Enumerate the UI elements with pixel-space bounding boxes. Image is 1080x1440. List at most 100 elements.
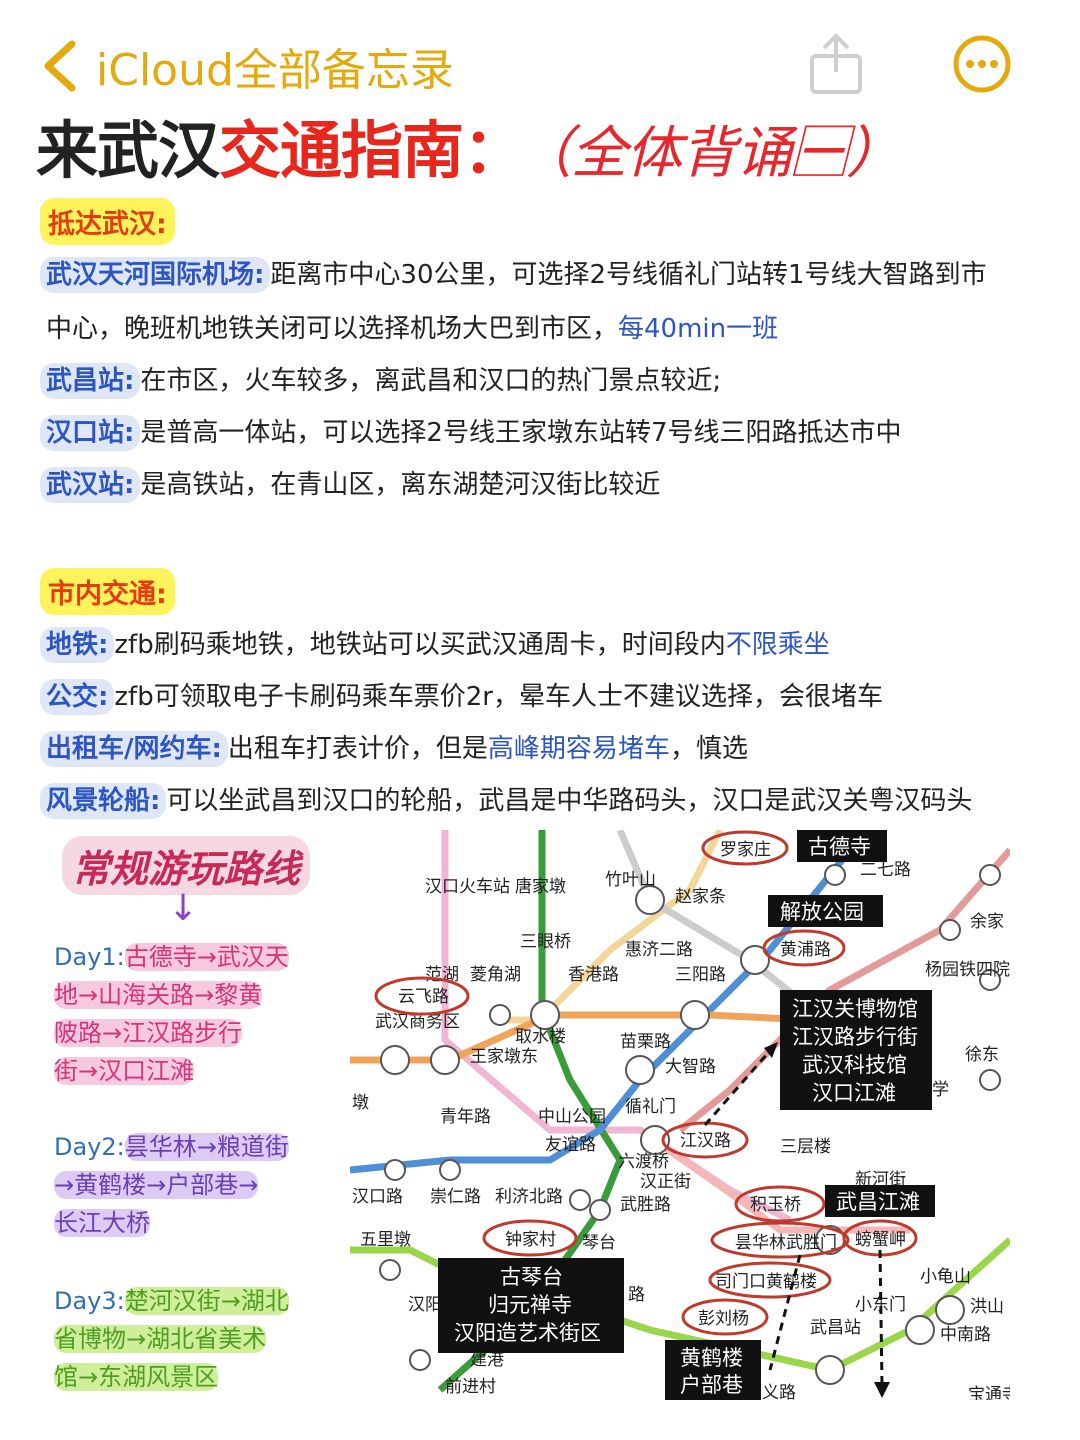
station-label: 洪山 [970, 1297, 1004, 1316]
tag-wuchang: 武昌站: [40, 363, 141, 399]
hankou-text: 是普高一体站，可以选择2号线王家墩东站转7号线三阳路抵达市中 [140, 418, 902, 448]
station-label: 汉阳 [408, 1295, 442, 1314]
arrival-wuchang: 武昌站:在市区，火车较多，离武昌和汉口的热门景点较近; [40, 360, 722, 399]
taxi-text: 出租车打表计价，但是 [227, 734, 488, 764]
day2-line3: 长江大桥 [54, 1209, 150, 1237]
station-label: 宝通寺 [968, 1385, 1010, 1400]
station-label: 云飞路 [398, 987, 449, 1006]
day3-plan: Day3:楚河汉街→湖北 省博物→湖北省美术 馆→东湖风景区 [54, 1282, 304, 1396]
box-gude-text: 古德寺 [808, 836, 871, 859]
back-button[interactable]: iCloud全部备忘录 [96, 45, 454, 96]
station-label: 竹叶山 [605, 870, 656, 889]
tag-taxi: 出租车/网约车: [40, 731, 228, 767]
station-label: 三眼桥 [520, 932, 571, 951]
station-label: 三层楼 [780, 1137, 831, 1156]
share-icon[interactable] [808, 30, 864, 96]
station-label: 黄浦路 [780, 940, 831, 959]
routes-title: 常规游玩路线 [62, 836, 311, 895]
tag-airport: 武汉天河国际机场: [40, 257, 271, 293]
arrival-airport: 武汉天河国际机场:距离市中心30公里，可选择2号线循礼门站转1号线大智路到市 [40, 254, 987, 293]
station-label: 徐东 [965, 1045, 999, 1064]
tag-ferry: 风景轮船: [40, 783, 167, 819]
wuhan-text: 是高铁站，在青山区，离东湖楚河汉街比较近 [140, 470, 661, 500]
tag-hankou: 汉口站: [40, 415, 141, 451]
station-label: 王家墩东 [470, 1047, 538, 1066]
station-label: 前进村 [445, 1377, 496, 1396]
metro-blue: 不限乘坐 [725, 630, 830, 660]
city-ferry: 风景轮船:可以坐武昌到汉口的轮船，武昌是中华路码头，汉口是武汉关粤汉码头 [40, 780, 973, 819]
station-label: 彭刘杨 [698, 1309, 749, 1328]
box-jianghan-4: 汉口江滩 [812, 1082, 896, 1105]
station-label: 香港路 [568, 965, 619, 984]
box-jiefang [768, 895, 883, 927]
day1-line3: 陂路→江汉路步行 [54, 1019, 243, 1047]
metro-map: 罗家庄 二七路 汉口火车站 唐家墩 竹叶山 赵家条 余家 三眼桥 黄浦路 惠济二… [350, 830, 1010, 1400]
day1-line1: 古德寺→武汉天 [124, 943, 289, 971]
box-guqin [438, 1258, 624, 1353]
station-label: 积玉桥 [750, 1195, 801, 1214]
station-label: 江汉路 [680, 1131, 731, 1150]
station-label: 崇仁路 [430, 1187, 481, 1206]
station-label: 六渡桥 [618, 1152, 669, 1171]
airport-cont-text: 中心，晚班机地铁关闭可以选择机场大巴到市区， [46, 314, 619, 344]
station-label: 司门口黄鹤楼 [715, 1272, 817, 1291]
box-guqin-3: 汉阳造艺术街区 [454, 1322, 601, 1345]
day2-label: Day2: [54, 1133, 125, 1161]
station-label: 三阳路 [675, 965, 726, 984]
city-header: 市内交通: [40, 568, 175, 615]
station-label: 友谊路 [545, 1135, 596, 1154]
arrival-wuhan: 武汉站:是高铁站，在青山区，离东湖楚河汉街比较近 [40, 464, 661, 503]
box-huanghe-2: 户部巷 [680, 1374, 743, 1397]
box-wuchang [825, 1185, 935, 1217]
day1-label: Day1: [54, 943, 125, 971]
day3-label: Day3: [54, 1287, 125, 1315]
title-part2: 交通指南： [219, 114, 525, 187]
day3-line3: 馆→东湖风景区 [54, 1363, 219, 1391]
airport-text: 距离市中心30公里，可选择2号线循礼门站转1号线大智路到市 [270, 260, 987, 290]
station-label: 路 [628, 1285, 645, 1304]
station-label: 杨园铁四院 [925, 960, 1010, 979]
station-label: 琴台 [582, 1233, 616, 1252]
title-part1: 来武汉 [36, 114, 220, 187]
metro-line-salmon [637, 1127, 910, 1234]
box-jiefang-text: 解放公园 [780, 901, 864, 924]
station-label: 汉正街 [640, 1172, 691, 1191]
station-label: 五里墩 [360, 1230, 411, 1249]
station-label: 义路 [762, 1383, 796, 1400]
station-label: 武昌站 [810, 1318, 861, 1337]
city-bus: 公交:zfb可领取电子卡刷码乘车票价2r，晕车人士不建议选择，会很堵车 [40, 676, 883, 715]
city-taxi: 出租车/网约车:出租车打表计价，但是高峰期容易堵车，慎选 [40, 728, 748, 767]
station-label: 小东门 [855, 1295, 906, 1314]
tag-wuhan: 武汉站: [40, 467, 141, 503]
box-jianghan-3: 武汉科技馆 [802, 1054, 907, 1077]
day2-line2: →黄鹤楼→户部巷→ [54, 1171, 259, 1199]
day3-line2: 省博物→湖北省美术 [54, 1325, 267, 1353]
metro-line-grey [616, 830, 803, 1003]
box-guqin-1: 古琴台 [500, 1266, 563, 1289]
station-label: 汉口火车站 [425, 877, 510, 896]
box-gude [797, 830, 887, 862]
more-options-icon[interactable] [952, 34, 1012, 94]
station-label: 唐家墩 [515, 876, 566, 896]
box-jianghan-1: 江汉关博物馆 [792, 998, 918, 1021]
station-label: 汉口路 [352, 1187, 403, 1206]
station-label: 中南路 [940, 1325, 991, 1344]
chevron-left-icon[interactable] [36, 36, 96, 96]
taxi-blue: 高峰期容易堵车 [487, 734, 670, 764]
day1-line4: 街→汉口江滩 [54, 1057, 195, 1085]
ferry-text: 可以坐武昌到汉口的轮船，武昌是中华路码头，汉口是武汉关粤汉码头 [166, 786, 973, 816]
day3-line1: 楚河汉街→湖北 [124, 1287, 289, 1315]
station-label: 惠济二路 [625, 940, 693, 959]
nav-bar: iCloud全部备忘录 [0, 0, 1080, 110]
bus-text: zfb可领取电子卡刷码乘车票价2r，晕车人士不建议选择，会很堵车 [114, 682, 883, 712]
box-huanghe-1: 黄鹤楼 [680, 1347, 743, 1370]
wuchang-text: 在市区，火车较多，离武昌和汉口的热门景点较近; [140, 366, 722, 396]
station-label: 新河街 [855, 1170, 906, 1189]
taxi-tail: ，慎选 [669, 734, 748, 764]
station-label: 大智路 [665, 1057, 716, 1076]
station-label: 循礼门 [625, 1097, 676, 1116]
station-label: 小龟山 [920, 1267, 971, 1286]
title-handwritten: （全体背诵🈩） [544, 121, 902, 186]
arrival-airport-cont: 中心，晚班机地铁关闭可以选择机场大巴到市区，每40min一班 [46, 308, 778, 345]
box-guqin-2: 归元禅寺 [488, 1294, 572, 1317]
